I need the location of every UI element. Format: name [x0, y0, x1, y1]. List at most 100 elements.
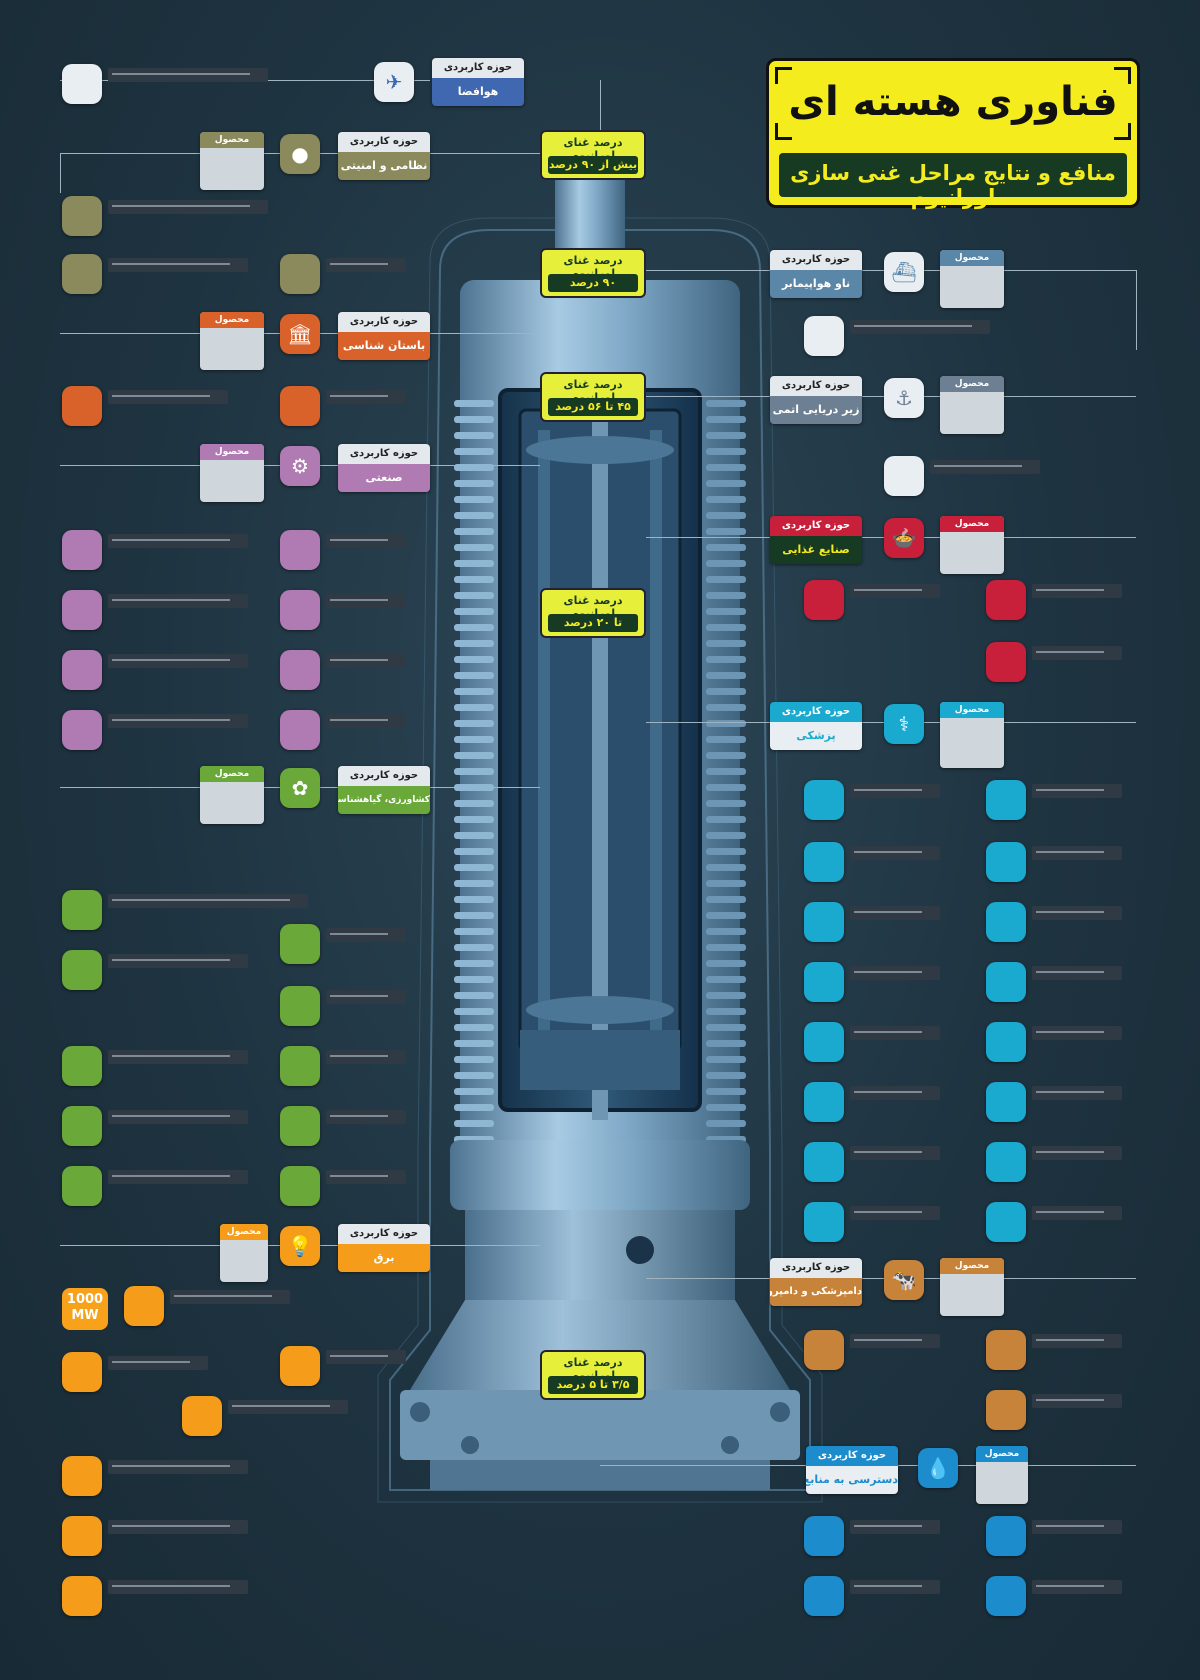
rotor-base	[520, 1030, 680, 1090]
item-description	[850, 966, 940, 980]
product-title: محصول	[200, 444, 264, 460]
museum-icon: 🏛	[280, 314, 320, 354]
enrichment-value: تا ۲۰ درصد	[548, 614, 638, 632]
rib	[454, 480, 494, 487]
field-name: دامپزشکی و دامپروری	[770, 1278, 862, 1306]
rib	[706, 896, 746, 903]
electricity-item-icon	[62, 1456, 102, 1496]
field-title: حوزه کاربردی	[432, 58, 524, 78]
rib	[454, 512, 494, 519]
livestock-item-icon	[986, 1390, 1026, 1430]
medical-item-icon	[804, 902, 844, 942]
industrial-item-icon	[62, 590, 102, 630]
rib	[454, 848, 494, 855]
rib	[706, 496, 746, 503]
enrichment-value: ۳/۵ تا ۵ درصد	[548, 1376, 638, 1394]
rib	[706, 768, 746, 775]
field-name: ناو هواپیمابر	[770, 270, 862, 298]
electricity-item-icon	[124, 1286, 164, 1326]
field-name: برق	[338, 1244, 430, 1272]
bolt	[410, 1402, 430, 1422]
military-item-icon	[280, 254, 320, 294]
item-description	[850, 1146, 940, 1160]
item-description	[170, 1290, 290, 1304]
connector-line	[60, 153, 61, 193]
base-flare	[410, 1300, 790, 1390]
rib	[706, 1072, 746, 1079]
rib	[454, 1024, 494, 1031]
inner-rod-left	[538, 430, 550, 1030]
rib	[454, 416, 494, 423]
agriculture-item-icon	[280, 1166, 320, 1206]
food-item-icon	[986, 580, 1026, 620]
item-description	[850, 1206, 940, 1220]
field-name: صنایع غذایی	[770, 536, 862, 564]
rib	[454, 1088, 494, 1095]
rib	[454, 544, 494, 551]
page-subtitle: منافع و نتایج مراحل غنی سازی اورانیوم	[790, 161, 1116, 209]
livestock-item-icon	[804, 1330, 844, 1370]
ship-icon: ⛴	[884, 252, 924, 292]
rib	[706, 752, 746, 759]
enrichment-label: درصد غنای اورانیوم ۳/۵ تا ۵ درصد	[540, 1350, 646, 1400]
inner-rod-right	[650, 430, 662, 1030]
rib	[454, 432, 494, 439]
item-description	[850, 584, 940, 598]
rib	[454, 688, 494, 695]
medical-item-icon	[804, 962, 844, 1002]
rib	[454, 752, 494, 759]
product-title: محصول	[200, 312, 264, 328]
rib	[706, 688, 746, 695]
rib	[454, 608, 494, 615]
product-title: محصول	[940, 516, 1004, 532]
rib	[706, 704, 746, 711]
field-title: حوزه کاربردی	[770, 702, 862, 722]
item-description	[108, 1460, 248, 1474]
field-name: دسترسی به منابع	[806, 1466, 898, 1494]
item-description	[930, 460, 1040, 474]
item-description	[108, 594, 248, 608]
item-description	[1032, 1146, 1122, 1160]
corner-mark	[775, 123, 792, 140]
field-label-livestock: حوزه کاربردی دامپزشکی و دامپروری	[770, 1258, 862, 1306]
rib	[706, 640, 746, 647]
rib	[706, 1120, 746, 1127]
rib	[706, 784, 746, 791]
electricity-item-icon	[62, 1576, 102, 1616]
field-name: نظامی و امنیتی	[338, 152, 430, 180]
product-title: محصول	[940, 1258, 1004, 1274]
item-description	[108, 1170, 248, 1184]
rib	[706, 624, 746, 631]
corner-mark	[1114, 67, 1131, 84]
rib	[706, 416, 746, 423]
field-label-food: حوزه کاربردی صنایع غذایی	[770, 516, 862, 564]
rib	[706, 432, 746, 439]
field-name: کشاورزی، گیاهشناسی، زمین شناسی	[338, 786, 430, 814]
field-name: باستان شناسی	[338, 332, 430, 360]
livestock-item-icon	[986, 1330, 1026, 1370]
product-agriculture: محصول	[200, 766, 264, 824]
industrial-item-icon	[280, 530, 320, 570]
item-description	[1032, 784, 1122, 798]
water-item-icon	[986, 1516, 1026, 1556]
rib	[706, 592, 746, 599]
rib	[454, 832, 494, 839]
item-description	[1032, 1520, 1122, 1534]
item-description	[326, 594, 406, 608]
item-description	[1032, 966, 1122, 980]
enrichment-label: درصد غنای اورانیوم ۹۰ درصد	[540, 248, 646, 298]
medical-item-icon	[804, 1022, 844, 1062]
field-title: حوزه کاربردی	[770, 250, 862, 270]
field-label-aircraft-carrier: حوزه کاربردی ناو هواپیمابر	[770, 250, 862, 298]
rib	[454, 720, 494, 727]
archaeology-item-icon	[280, 386, 320, 426]
field-label-water: حوزه کاربردی دسترسی به منابع	[806, 1446, 898, 1494]
lower-ring	[450, 1140, 750, 1210]
product-title: محصول	[220, 1224, 268, 1240]
rotor-bottom-cap	[526, 996, 674, 1024]
medical-item-icon	[804, 1142, 844, 1182]
rib	[454, 400, 494, 407]
rib	[706, 1024, 746, 1031]
water-item-icon	[986, 1576, 1026, 1616]
